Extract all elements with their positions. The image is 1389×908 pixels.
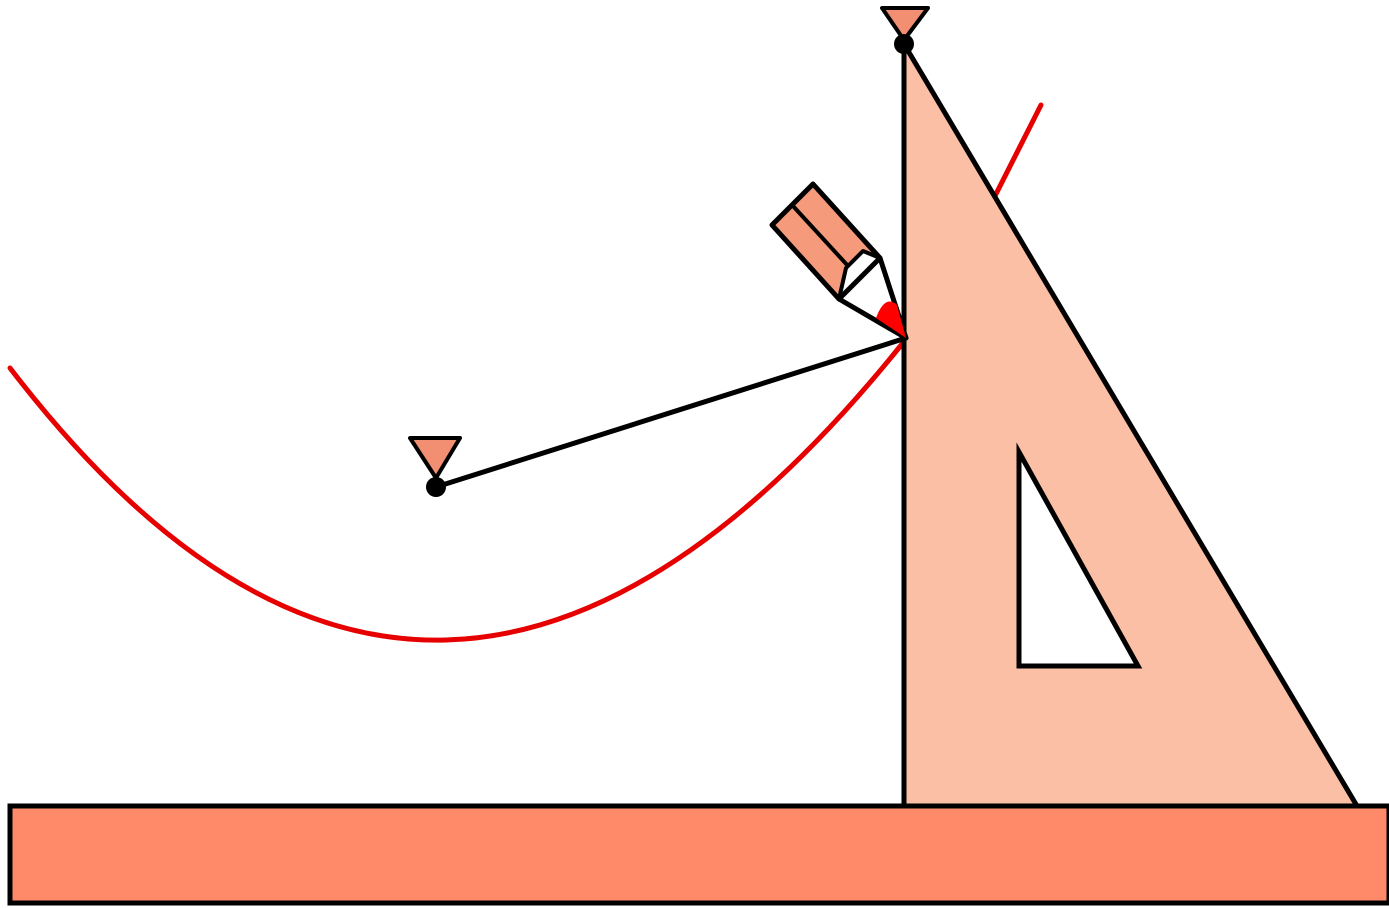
pencil-icon — [769, 181, 909, 341]
pin-dot — [426, 477, 446, 497]
top-pin-icon — [880, 6, 930, 54]
parabola-curve — [7, 341, 905, 643]
pin-triangle — [408, 436, 462, 480]
pin-dot — [894, 34, 914, 54]
focus-pin-icon — [408, 436, 462, 497]
string-line — [433, 335, 909, 490]
parabola-curve-upper — [992, 102, 1044, 199]
set-square — [901, 34, 1362, 809]
pencil-lead — [876, 301, 906, 338]
pin-triangle — [880, 6, 930, 42]
ruler — [7, 803, 1389, 906]
